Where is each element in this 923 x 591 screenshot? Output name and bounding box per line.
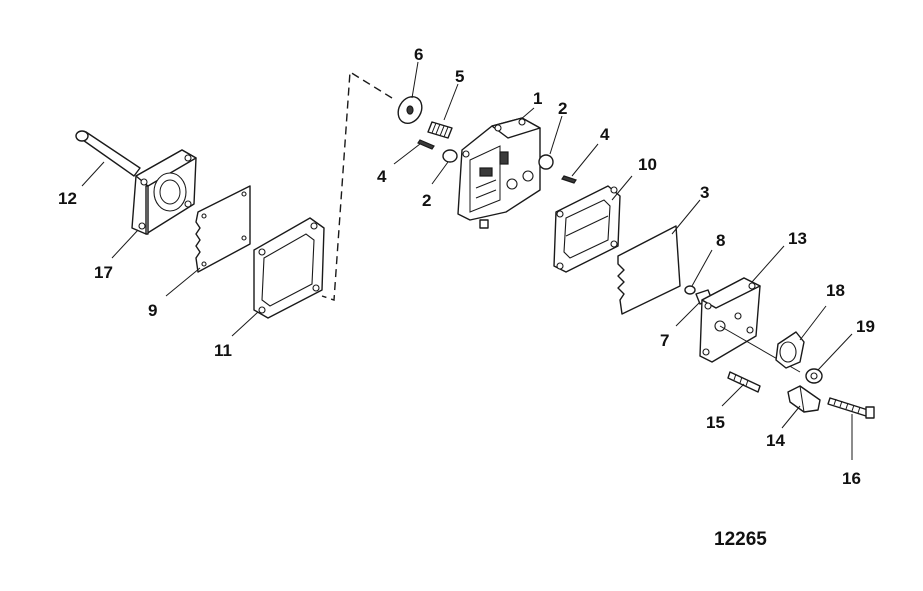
leader-2-left xyxy=(431,161,449,185)
callout-15: 15 xyxy=(706,413,725,432)
leader-10 xyxy=(611,175,633,201)
leader-6 xyxy=(411,61,419,99)
callout-14: 14 xyxy=(766,431,785,450)
callout-10: 10 xyxy=(638,155,657,174)
callout-8: 8 xyxy=(716,231,725,250)
assembly-dashed-line xyxy=(321,70,393,301)
leader-8 xyxy=(691,249,713,287)
leader-5 xyxy=(443,83,459,121)
callout-2-right: 2 xyxy=(558,99,567,118)
leader-4-left xyxy=(393,143,421,165)
leader-11 xyxy=(231,311,259,337)
callout-19: 19 xyxy=(856,317,875,336)
leader-18 xyxy=(799,305,827,341)
leader-7 xyxy=(675,301,701,327)
leader-3 xyxy=(671,199,701,235)
callout-4-right: 4 xyxy=(600,125,610,144)
callout-18: 18 xyxy=(826,281,845,300)
part-15-screw xyxy=(727,371,761,393)
callout-7: 7 xyxy=(660,331,669,350)
callout-4-left: 4 xyxy=(377,167,387,186)
part-16-screw xyxy=(827,397,875,419)
leader-19 xyxy=(817,333,853,371)
part-5-spring xyxy=(427,121,453,139)
callout-16: 16 xyxy=(842,469,861,488)
part-18-clamp xyxy=(775,331,805,369)
callout-3: 3 xyxy=(700,183,709,202)
part-19-washer xyxy=(805,368,823,384)
part-12-shaft xyxy=(75,130,141,177)
part-6-valve-disc xyxy=(397,95,423,125)
callout-1: 1 xyxy=(533,89,542,108)
callout-11: 11 xyxy=(214,341,232,360)
callout-12: 12 xyxy=(58,189,77,208)
part-11-gasket xyxy=(253,217,325,319)
part-17-housing xyxy=(131,149,197,235)
leader-1 xyxy=(519,107,535,121)
part-10-gasket xyxy=(553,185,621,273)
callout-6: 6 xyxy=(414,45,423,64)
part-3-diaphragm xyxy=(617,225,681,315)
part-4-pin-right xyxy=(561,175,577,184)
leader-9 xyxy=(165,267,201,297)
diagram-reference-number: 12265 xyxy=(714,529,767,550)
leader-14 xyxy=(781,405,801,429)
part-4-pin-center xyxy=(417,139,435,150)
callout-17: 17 xyxy=(94,263,113,282)
callout-2-center: 2 xyxy=(422,191,431,210)
leader-13 xyxy=(751,245,785,283)
callout-13: 13 xyxy=(788,229,807,248)
part-9-diaphragm xyxy=(195,185,251,273)
leader-4-right xyxy=(571,143,599,177)
callout-9: 9 xyxy=(148,301,157,320)
part-14-fitting xyxy=(787,385,821,413)
leader-2-right xyxy=(549,115,563,155)
leader-15 xyxy=(721,383,745,407)
callout-5: 5 xyxy=(455,67,464,86)
part-1-pump-body xyxy=(457,117,541,229)
part-2-check-valve-center xyxy=(442,149,458,163)
leader-12 xyxy=(81,161,105,187)
part-8-o-ring xyxy=(684,285,696,295)
leader-17 xyxy=(111,229,139,259)
part-2-check-valve-right xyxy=(538,154,554,170)
